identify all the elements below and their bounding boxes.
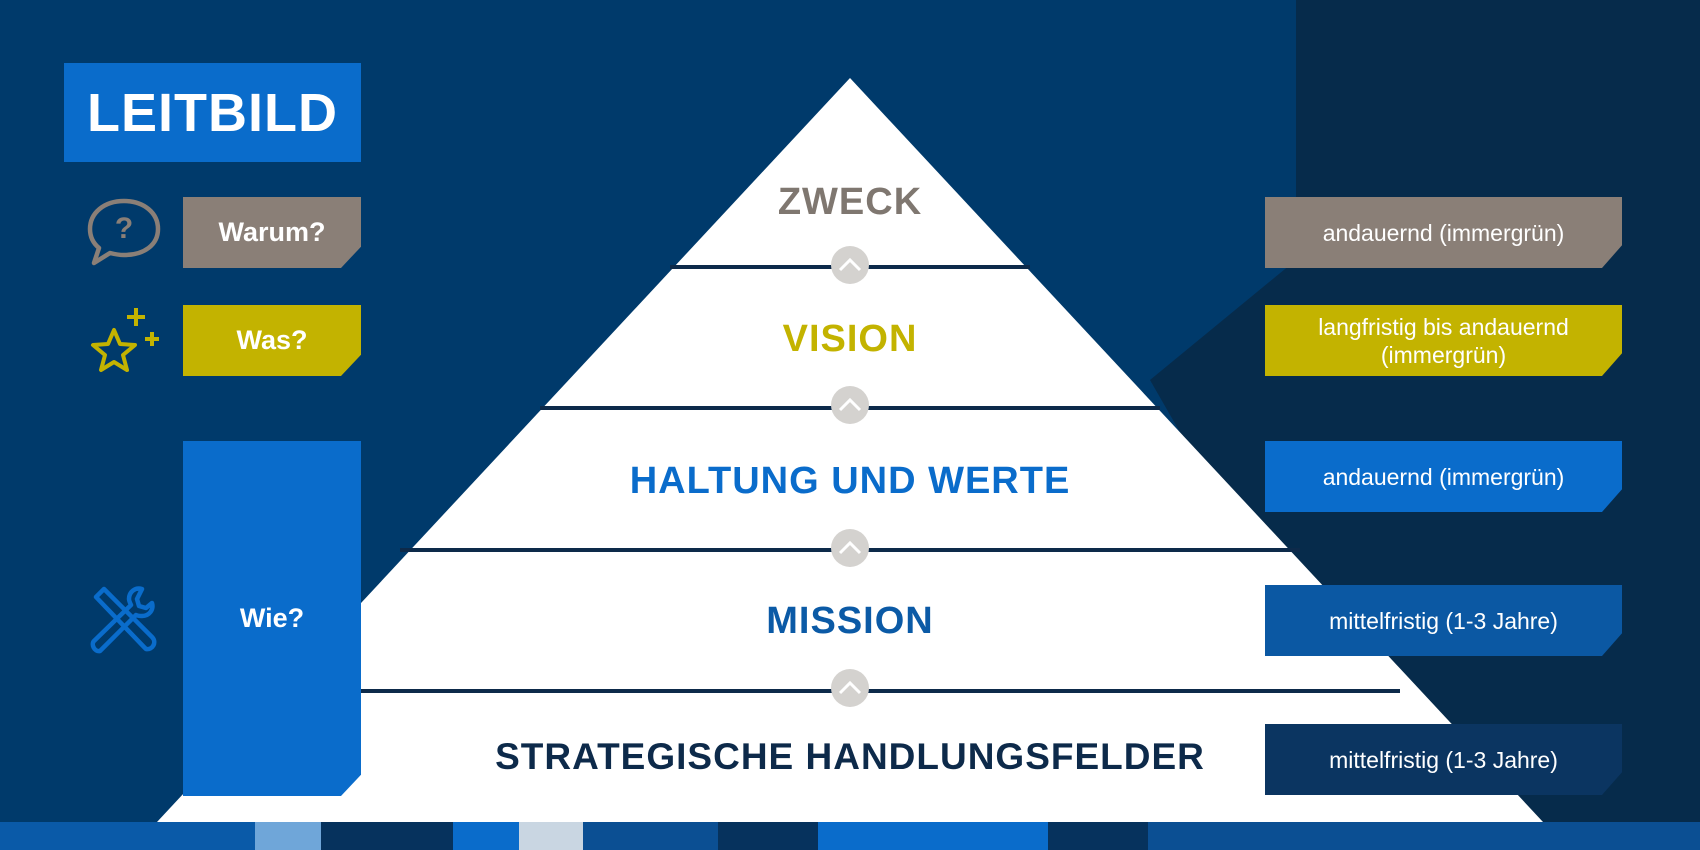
level-haltung-und-werte: HALTUNG UND WERTE [629,460,1071,502]
speech-bubble-question-icon: ? [86,197,162,267]
duration-vision: langfristig bis andauernd (immergrün) [1265,305,1622,376]
question-wie: Wie? [183,441,361,796]
footer-block [1148,822,1700,850]
level-arrows [831,246,869,707]
tools-icon [86,583,162,659]
page-title: LEITBILD [64,63,361,162]
question-was: Was? [183,305,361,376]
duration-zweck: andauernd (immergrün) [1265,197,1622,268]
footer-block [818,822,1048,850]
level-mission: MISSION [766,600,934,642]
question-warum: Warum? [183,197,361,268]
chevron-up-icon [831,246,869,284]
chevron-up-icon [831,386,869,424]
chevron-up-icon [831,529,869,567]
level-vision: VISION [782,318,918,360]
footer-block [453,822,519,850]
level-zweck: ZWECK [777,181,923,223]
level-strategische-handlungsfelder: STRATEGISCHE HANDLUNGSFELDER [495,736,1205,777]
duration-strategische-handlungsfelder: mittelfristig (1-3 Jahre) [1265,724,1622,795]
footer-block [519,822,583,850]
footer-block [583,822,718,850]
footer-block [1048,822,1148,850]
duration-haltung-und-werte: andauernd (immergrün) [1265,441,1622,512]
footer-block [0,822,255,850]
footer-block [718,822,818,850]
svg-text:?: ? [115,212,133,245]
stars-icon [86,304,164,382]
chevron-up-icon [831,669,869,707]
footer-block [321,822,453,850]
pyramid [157,78,1543,822]
footer-block [255,822,321,850]
duration-mission: mittelfristig (1-3 Jahre) [1265,585,1622,656]
